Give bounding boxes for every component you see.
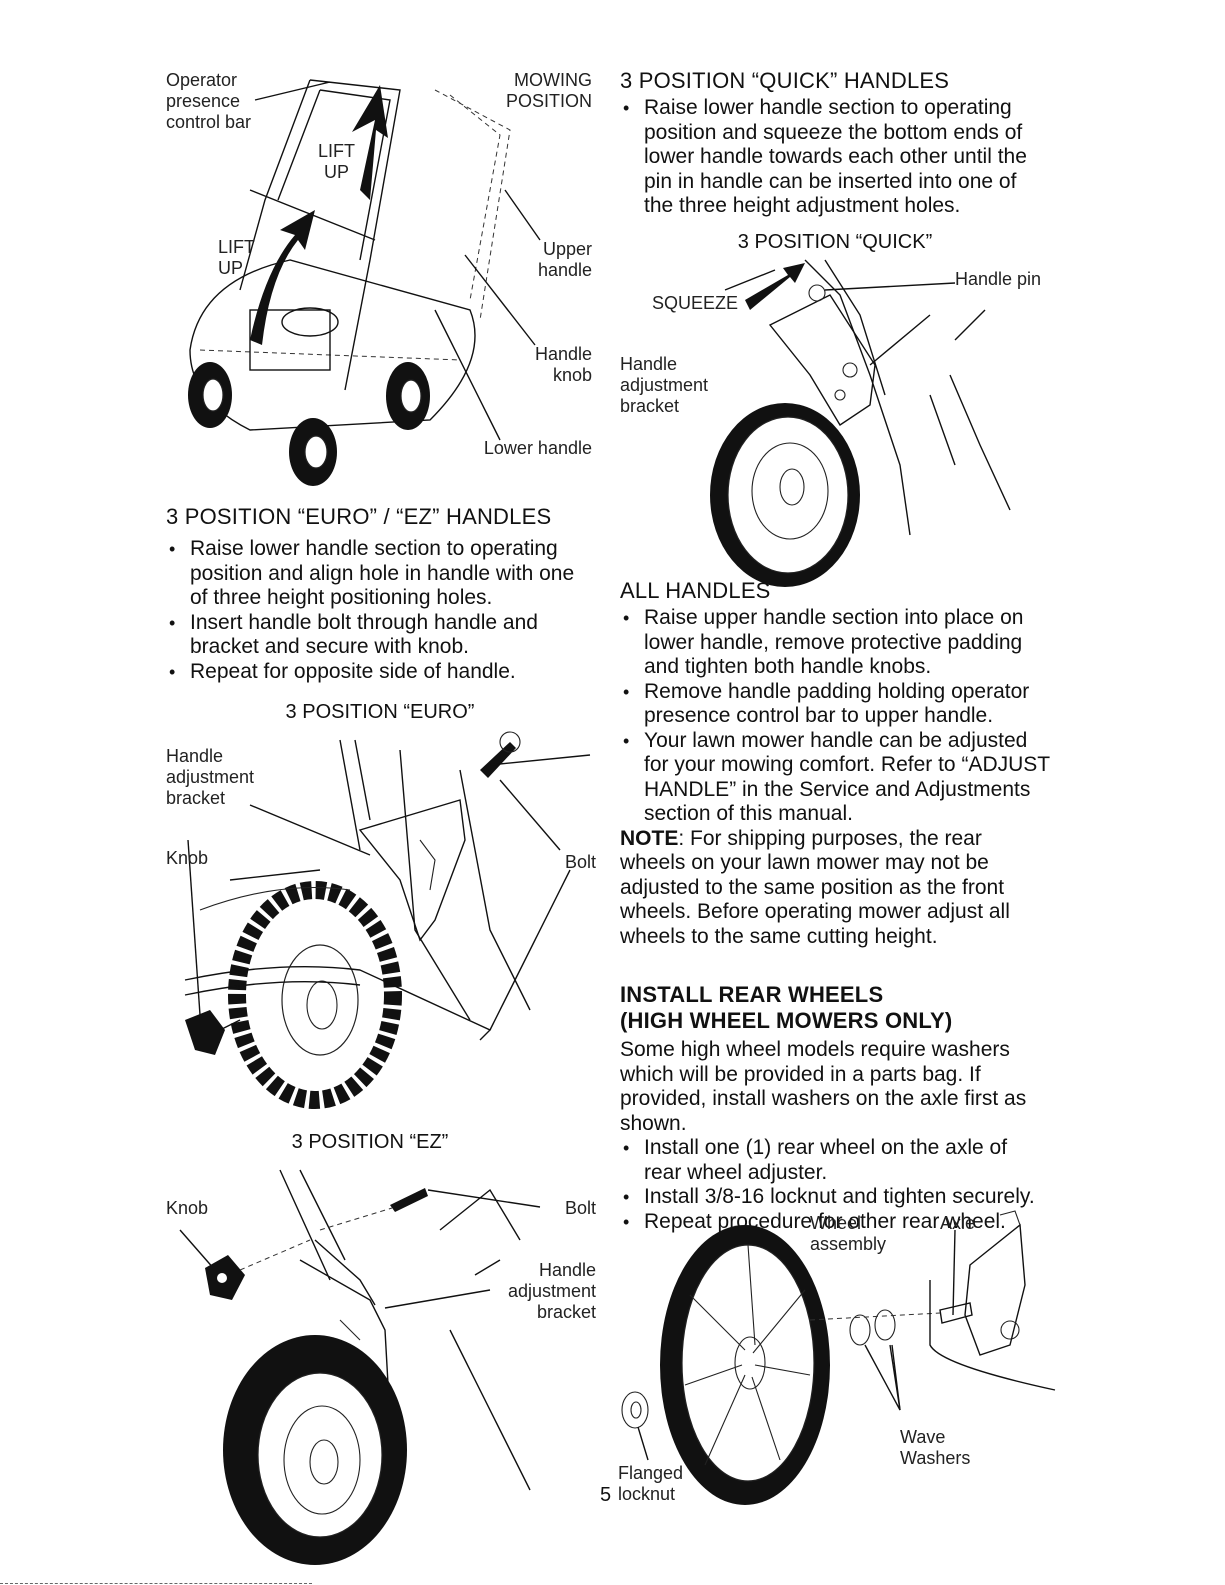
flanged-locknut-label: Flanged locknut xyxy=(618,1463,684,1504)
wheel-assembly-label: Wheel assembly xyxy=(810,1213,887,1254)
handle-pin-label: Handle pin xyxy=(955,269,1042,289)
handle-knob-label: Handle knob xyxy=(534,344,592,385)
upper-handle-label: Upper handle xyxy=(537,239,592,280)
list-item: Install one (1) rear wheel on the axle o… xyxy=(620,1136,1050,1185)
rear-wheels-intro: Some high wheel models require washers w… xyxy=(620,1038,1027,1135)
ez-illustration xyxy=(179,1169,541,1565)
euro-knob-label: Knob xyxy=(166,848,209,868)
note-paragraph: NOTE: For shipping purposes, the rear wh… xyxy=(620,827,1050,950)
euro-ez-section: 3 POSITION “EURO” / “EZ” HANDLES Raise l… xyxy=(166,504,596,684)
ez-bracket-label: Handle adjustment bracket xyxy=(507,1260,596,1322)
rear-wheels-section: INSTALL REAR WHEELS (HIGH WHEEL MOWERS O… xyxy=(620,982,1050,1234)
list-item: Raise lower handle section to operating … xyxy=(620,96,1050,219)
wave-washers-label: Wave Washers xyxy=(900,1427,971,1468)
ez-knob-label: Knob xyxy=(166,1198,209,1218)
euro-illustration xyxy=(184,731,591,1109)
note-text: : For shipping purposes, the rear wheels… xyxy=(620,826,1010,948)
all-handles-bullets: Raise upper handle section into place on… xyxy=(620,606,1050,827)
quick-section: 3 POSITION “QUICK” HANDLES Raise lower h… xyxy=(620,68,1050,219)
list-item: Install 3/8-16 locknut and tighten secur… xyxy=(620,1185,1050,1210)
quick-bracket-label: Handle adjustment bracket xyxy=(620,354,709,416)
list-item: Raise lower handle section to operating … xyxy=(166,537,596,611)
list-item: Your lawn mower handle can be adjusted f… xyxy=(620,729,1050,827)
ez-bolt-label: Bolt xyxy=(564,1198,596,1218)
mower-illustration xyxy=(188,79,541,486)
quick-heading: 3 POSITION “QUICK” HANDLES xyxy=(620,68,950,93)
quick-bullets: Raise lower handle section to operating … xyxy=(620,96,1050,219)
euro-caption: 3 POSITION “EURO” xyxy=(285,701,475,723)
lift-up-upper-label: LIFT UP xyxy=(318,141,356,182)
axle-label: Axle xyxy=(940,1213,976,1233)
euro-ez-bullets: Raise lower handle section to operating … xyxy=(166,537,596,684)
list-item: Repeat for opposite side of handle. xyxy=(166,660,596,685)
rear-wheel-illustration xyxy=(621,1210,1056,1505)
ez-caption: 3 POSITION “EZ” xyxy=(291,1131,449,1153)
lift-up-lower-label: LIFT UP xyxy=(218,237,256,278)
bottom-rule xyxy=(0,1583,312,1585)
page-number: 5 xyxy=(600,1484,612,1506)
note-label: NOTE xyxy=(620,826,679,850)
mowing-position-label: MOWING POSITION xyxy=(505,70,592,111)
all-handles-section: ALL HANDLES Raise upper handle section i… xyxy=(620,578,1050,949)
list-item: Remove handle padding holding operator p… xyxy=(620,680,1050,729)
euro-bolt-label: Bolt xyxy=(564,852,596,872)
rear-wheels-heading-2: (HIGH WHEEL MOWERS ONLY) xyxy=(620,1008,953,1033)
quick-caption: 3 POSITION “QUICK” xyxy=(737,231,933,253)
all-handles-heading: ALL HANDLES xyxy=(620,578,771,603)
squeeze-label: SQUEEZE xyxy=(652,293,739,313)
rear-wheels-heading-1: INSTALL REAR WHEELS xyxy=(620,982,884,1007)
euro-ez-heading: 3 POSITION “EURO” / “EZ” HANDLES xyxy=(166,504,552,529)
lower-handle-label: Lower handle xyxy=(483,438,592,458)
quick-illustration xyxy=(710,259,1011,587)
list-item: Insert handle bolt through handle and br… xyxy=(166,611,596,660)
operator-presence-label: Operator presence control bar xyxy=(166,70,252,132)
euro-bracket-label: Handle adjustment bracket xyxy=(166,746,255,808)
list-item: Raise upper handle section into place on… xyxy=(620,606,1050,680)
